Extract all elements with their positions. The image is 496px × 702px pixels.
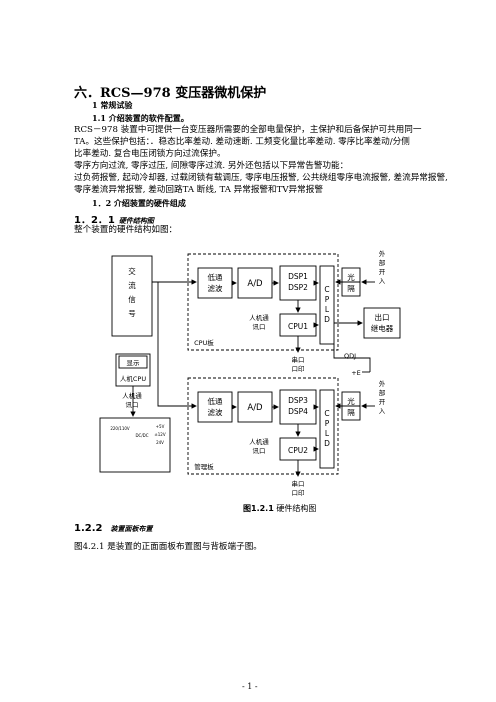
opto-top-label: 光 <box>347 272 355 282</box>
hardware-structure-diagram: 交 流 信 号 低通 滤波 A/D DSP1 DSP2 C P L D 光 隔 … <box>99 249 401 497</box>
cpu1-label: CPU1 <box>288 322 308 331</box>
hmi-port-left-label: 讯口 <box>126 401 139 409</box>
cpld-top-box <box>319 265 335 345</box>
cpu-board-label: CPU板 <box>194 338 214 347</box>
section-heading-1-1: 1.1 介绍装置的软件配置。 <box>92 113 189 123</box>
power-supply-box <box>99 417 171 473</box>
paragraph-line: 零序差流异常报警, 差动回路TA 断线, TA 异常报警和TV异常报警 <box>74 185 323 195</box>
paragraph-line: 图4.2.1 是装置的正面面板布置图与背板端子图。 <box>74 542 262 552</box>
serial-top-label: 口印 <box>292 365 305 373</box>
section-number: 1．2．1 <box>74 215 115 226</box>
psu-label: 24V <box>156 440 164 445</box>
output-relay-label: 出口 <box>375 312 390 322</box>
paragraph-line: RCS－978 装置中可提供一台变压器所需要的全部电量保护，主保护和后备保护可共… <box>74 125 422 135</box>
plus-e-label: +E <box>351 369 361 377</box>
psu-label: DC/DC <box>135 433 148 438</box>
paragraph-line: 整个装置的硬件结构如图： <box>74 225 178 235</box>
section-number: 1.2.2 <box>74 523 103 534</box>
page-title: 六．RCS—978 变压器微机保护 <box>74 86 267 101</box>
psu-label: 220/110V <box>110 426 130 431</box>
section-heading-1-2: 1．2 介绍装置的硬件组成 <box>92 198 186 208</box>
figure-caption: 图1.2.1 硬件结构图 <box>243 503 316 514</box>
opto-bot-label: 光 <box>347 396 355 406</box>
ad-bot-label: A/D <box>247 403 263 413</box>
ad-top-label: A/D <box>247 279 263 289</box>
ext-input-top-label: 外 <box>379 249 386 258</box>
lowpass-top-label: 滤波 <box>208 283 223 293</box>
ac-signal-label: 信 <box>128 294 136 304</box>
paragraph-line: 比率差动. 复合电压闭锁方向过流保护。 <box>74 149 226 159</box>
cpld-bot-box <box>319 389 335 469</box>
opto-bot-label: 隔 <box>347 408 355 417</box>
hmi-port-bot-label: 人机通 <box>249 437 269 446</box>
opto-top-label: 隔 <box>347 284 355 293</box>
lowpass-top-label: 低通 <box>208 272 223 282</box>
ac-signal-box <box>111 255 153 337</box>
output-relay-label: 继电器 <box>371 323 394 333</box>
ext-input-bot-label: 部 <box>379 388 386 397</box>
mgmt-board-frame <box>187 377 339 475</box>
hmi-port-top-label: 讯口 <box>253 323 266 331</box>
cpld-bot-label: L <box>325 429 330 438</box>
cpu2-label: CPU2 <box>288 446 308 455</box>
dsp-top-label: DSP1 <box>288 272 308 281</box>
section-heading-1: 1 常规试验 <box>92 100 133 110</box>
cpld-top-label: P <box>325 295 330 304</box>
paragraph-line: TA。这些保护包括：．稳态比率差动. 差动速断. 工频变化量比率差动. 零序比率… <box>74 137 410 147</box>
ext-input-bot-label: 外 <box>379 379 386 388</box>
ac-signal-label: 号 <box>128 309 136 318</box>
ext-input-bot-label: 开 <box>379 398 386 406</box>
cpld-top-label: C <box>324 285 329 294</box>
ext-input-top-label: 部 <box>379 258 386 267</box>
dsp-bot-label: DSP3 <box>288 396 308 405</box>
cpld-bot-label: D <box>324 439 330 448</box>
hmi-port-top-label: 人机通 <box>249 313 269 322</box>
cpld-bot-label: C <box>324 409 329 418</box>
lowpass-bot-label: 滤波 <box>208 407 223 417</box>
ext-input-top-label: 入 <box>379 277 386 285</box>
cpu-board-frame <box>187 253 339 351</box>
paragraph-line: 过负荷报警, 起动冷却器, 过载闭锁有载调压, 零序电压报警, 公共绕组零序电流… <box>74 173 448 183</box>
output-relay-box <box>363 307 401 339</box>
ext-input-top-label: 开 <box>379 268 386 276</box>
figure-caption-text: 硬件结构图 <box>276 504 317 513</box>
qdj-label: QDJ <box>344 352 356 360</box>
section-title: 硬件结构图 <box>118 217 154 225</box>
serial-top-label: 串口 <box>292 356 305 364</box>
hmi-port-bot-label: 讯口 <box>253 447 266 455</box>
paragraph-line: 零序方向过流, 零序过压, 间隙零序过流. 另外还包括以下异常告警功能： <box>74 161 349 171</box>
figure-number: 图1.2.1 <box>243 504 274 513</box>
lowpass-bot-label: 低通 <box>208 396 223 406</box>
dsp-top-label: DSP2 <box>288 283 308 292</box>
psu-label: ±12V <box>154 432 165 437</box>
display-label: 显示 <box>127 359 141 367</box>
page-number: - 1 - <box>242 682 258 691</box>
cpld-top-label: D <box>324 315 330 324</box>
hmi-cpu-label: 人机CPU <box>120 374 146 383</box>
cpld-top-label: L <box>325 305 330 314</box>
serial-bot-label: 口印 <box>292 489 305 497</box>
section-title: 装置面板布置 <box>110 525 153 533</box>
display-box <box>118 355 148 369</box>
serial-bot-label: 串口 <box>292 480 305 488</box>
psu-label: +5V <box>156 424 165 429</box>
mgmt-board-label: 管理板 <box>194 462 214 471</box>
dsp-bot-label: DSP4 <box>288 407 308 416</box>
hmi-port-left-label: 人机通 <box>122 391 142 400</box>
ext-input-bot-label: 入 <box>379 407 386 415</box>
section-heading-1-2-2: 1.2.2 装置面板布置 <box>74 523 152 534</box>
cpld-bot-label: P <box>325 419 330 428</box>
ac-signal-label: 交 <box>128 266 136 276</box>
ac-signal-label: 流 <box>128 280 136 290</box>
